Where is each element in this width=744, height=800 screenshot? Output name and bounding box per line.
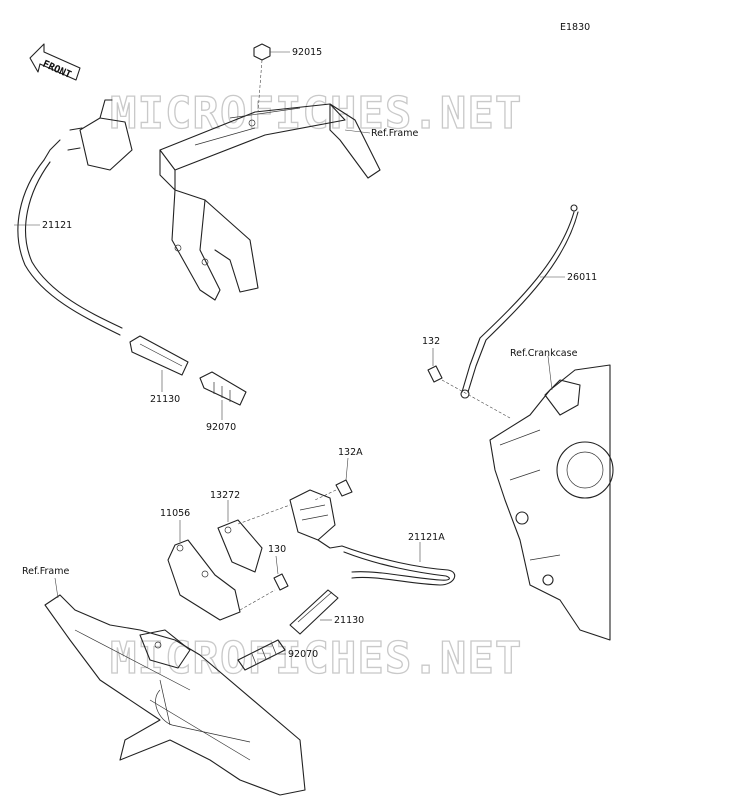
lead-21121a xyxy=(341,545,456,586)
label-21130-bottom: 21130 xyxy=(334,615,364,626)
label-130: 130 xyxy=(268,544,286,555)
plug-cap-top xyxy=(129,335,189,392)
label-ref-frame-top: Ref.Frame xyxy=(371,128,418,139)
bolt-132a xyxy=(314,457,353,501)
label-132: 132 xyxy=(422,336,440,347)
label-26011: 26011 xyxy=(567,272,597,283)
nut-92015 xyxy=(253,43,290,113)
diagram-code: E1830 xyxy=(560,22,590,33)
bolt-132 xyxy=(427,348,511,419)
front-label: FRONT xyxy=(41,59,73,81)
spark-plug-top xyxy=(199,371,247,420)
spark-plug-bottom xyxy=(237,639,286,671)
label-ref-frame-bottom: Ref.Frame xyxy=(22,566,69,577)
label-21121a: 21121A xyxy=(408,532,445,543)
label-92070-bottom: 92070 xyxy=(288,649,318,660)
ignition-coil-bottom xyxy=(289,489,343,549)
bracket-11056 xyxy=(167,520,276,621)
label-92070-top: 92070 xyxy=(206,422,236,433)
label-ref-crankcase: Ref.Crankcase xyxy=(510,348,578,359)
ground-cable-26011 xyxy=(460,204,579,399)
ignition-coil-top xyxy=(43,99,133,171)
label-11056: 11056 xyxy=(160,508,190,519)
frame-bottom xyxy=(44,577,306,796)
label-21121: 21121 xyxy=(42,220,72,231)
watermark-top: MICROFICHES.NET xyxy=(110,88,522,139)
lead-21121 xyxy=(17,159,121,336)
label-92015: 92015 xyxy=(292,47,322,58)
front-arrow-icon: FRONT xyxy=(29,43,81,81)
plug-cap-bottom xyxy=(289,589,339,635)
label-21130-top: 21130 xyxy=(150,394,180,405)
crankcase xyxy=(489,355,614,641)
bolt-130 xyxy=(273,555,289,591)
bracket-13272 xyxy=(217,500,291,573)
label-13272: 13272 xyxy=(210,490,240,501)
frame-bracket-top xyxy=(159,103,381,301)
label-132a: 132A xyxy=(338,447,363,458)
